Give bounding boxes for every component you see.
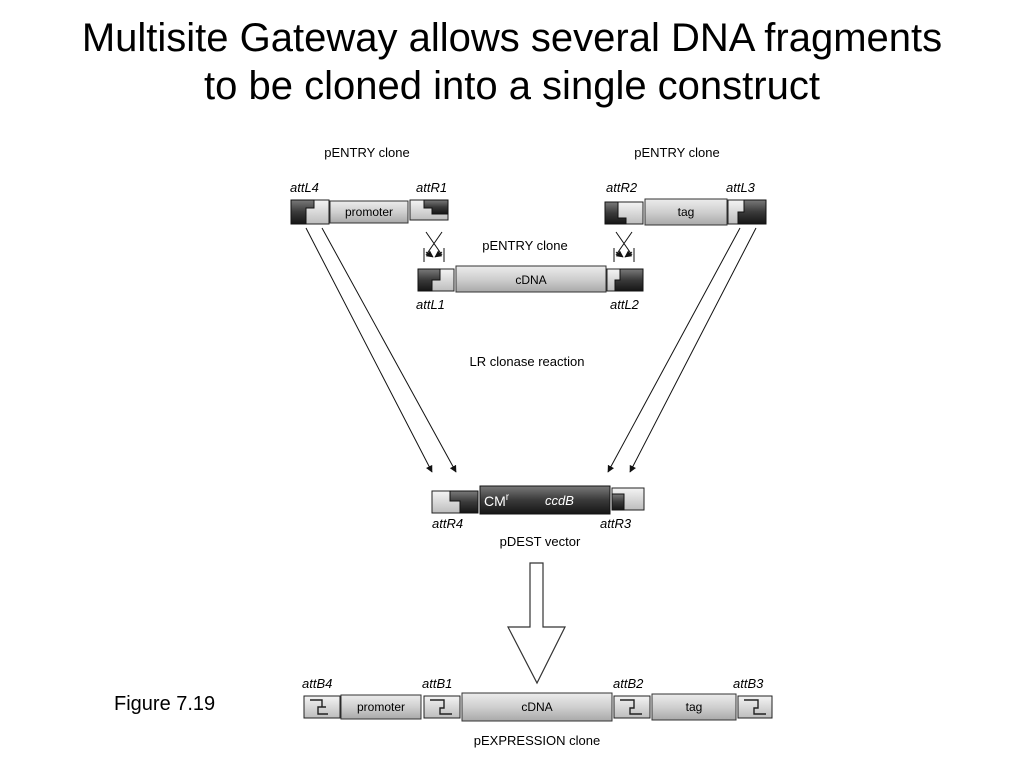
att-site-attR2	[604, 201, 644, 225]
recombination-cross-right	[613, 231, 635, 262]
title-line-1: Multisite Gateway allows several DNA fra…	[81, 16, 943, 60]
insert-tag-label: tag	[678, 205, 695, 219]
site-attL1-label: attL1	[416, 297, 445, 312]
marker-CM-text: CM	[484, 493, 506, 509]
entry-left-caption: pENTRY clone	[324, 145, 410, 160]
att-site-attL2	[606, 268, 644, 292]
site-attR3-label: attR3	[600, 516, 632, 531]
site-attR4-label: attR4	[432, 516, 463, 531]
entry-middle-caption: pENTRY clone	[482, 238, 568, 253]
expression-caption: pEXPRESSION clone	[474, 733, 600, 748]
site-attL4-label: attL4	[290, 180, 319, 195]
insert-tag-box	[644, 198, 728, 226]
insert-cDNA-box	[455, 265, 607, 293]
att-site-attB3	[737, 695, 773, 719]
insert-promoter-label: promoter	[345, 205, 393, 219]
att-site-attB4	[303, 695, 341, 719]
big-down-arrow	[507, 562, 566, 685]
site-attB3-label: attB3	[733, 676, 764, 691]
site-attB1-label: attB1	[422, 676, 452, 691]
entry-right-caption: pENTRY clone	[634, 145, 720, 160]
recombination-cross-left	[423, 231, 445, 262]
converging-arrows	[305, 227, 757, 473]
att-site-attR3	[611, 487, 645, 511]
att-site-attL3	[727, 199, 767, 225]
segment-cDNA-box	[461, 692, 613, 722]
site-attL2-label: attL2	[610, 297, 640, 312]
insert-promoter-box	[329, 200, 409, 224]
insert-cDNA-label: cDNA	[515, 273, 546, 287]
slide-title: Multisite Gateway allows several DNA fra…	[0, 14, 1024, 110]
segment-promoter-label: promoter	[357, 700, 405, 714]
site-attR1-label: attR1	[416, 180, 447, 195]
dest-caption: pDEST vector	[500, 534, 581, 549]
gene-ccdB-label: ccdB	[545, 493, 574, 508]
reaction-label: LR clonase reaction	[470, 354, 585, 369]
title-line-2: to be cloned into a single construct	[204, 64, 820, 108]
att-site-attL1	[417, 268, 455, 292]
segment-cDNA-label: cDNA	[521, 700, 552, 714]
marker-CM-superscript: r	[506, 492, 510, 503]
att-site-attB1	[423, 695, 461, 719]
site-attB2-label: attB2	[613, 676, 644, 691]
figure-label: Figure 7.19	[114, 693, 216, 715]
site-attL3-label: attL3	[726, 180, 756, 195]
segment-tag-label: tag	[686, 700, 703, 714]
site-attR2-label: attR2	[606, 180, 638, 195]
att-site-attR1	[409, 199, 449, 221]
segment-promoter-box	[340, 694, 422, 720]
marker-CM-label: CMr	[484, 492, 510, 509]
site-attB4-label: attB4	[302, 676, 332, 691]
att-site-attB2	[613, 695, 651, 719]
att-site-attL4	[290, 199, 330, 225]
ccdB-cassette-box	[479, 485, 611, 515]
segment-tag-box	[651, 693, 737, 721]
att-site-attR4	[431, 490, 479, 514]
